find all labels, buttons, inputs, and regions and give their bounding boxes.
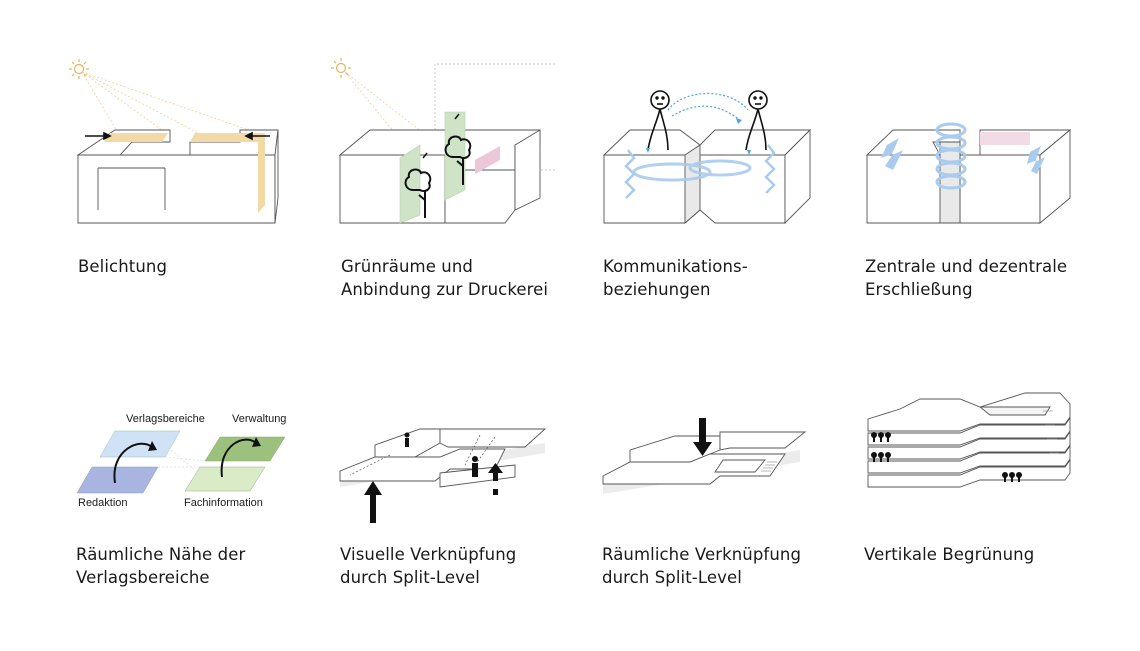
sun-rays [81, 71, 261, 137]
communication-loop [632, 159, 752, 182]
caption-raeumliche-naehe: Räumliche Nähe der Verlagsbereiche [76, 545, 246, 587]
stair-steps [761, 461, 777, 472]
arrow-up-icon [364, 463, 503, 523]
label-verwaltung: Verwaltung [232, 413, 286, 425]
diagram-erschliessung [865, 122, 1072, 224]
dashed-lines [349, 434, 496, 476]
caption-kommunikation: Kommunikations- beziehungen [603, 257, 748, 299]
floor-stack [867, 392, 1071, 488]
diagram-gruenraeume [331, 58, 555, 224]
slash-marks [422, 113, 460, 159]
building-volume [76, 129, 279, 224]
spiral-stair [935, 122, 967, 190]
arrowheads [646, 118, 751, 155]
diagram-belichtung [69, 59, 279, 224]
label-redaktion: Redaktion [78, 497, 128, 509]
person-icon [404, 432, 478, 477]
label-fachinformation: Fachinformation [184, 497, 263, 509]
connectors [158, 444, 211, 484]
curved-arrow-icon [113, 438, 257, 484]
arrowheads [148, 437, 261, 451]
caption-vertikale-begruenung: Vertikale Begrünung [864, 545, 1035, 564]
caption-visuelle-verknuepfung: Visuelle Verknüpfung durch Split-Level [340, 545, 517, 587]
zigzag-circulation [624, 144, 776, 199]
person-icon [647, 90, 670, 151]
diagram-raeumliche-naehe: Verlagsbereiche Verwaltung Redaktion Fac… [76, 413, 286, 509]
diagram-raeumliche-verknuepfung [602, 418, 807, 494]
pink-accent [980, 132, 1030, 145]
sun-icon [331, 58, 351, 78]
caption-raeumliche-verknuepfung: Räumliche Verknüpfung durch Split-Level [602, 545, 802, 587]
plate-fachinformation [184, 466, 266, 492]
plant-icon [871, 432, 1022, 482]
tree-icon [444, 135, 472, 185]
stair-steps [1043, 410, 1059, 454]
plate-redaktion [76, 466, 159, 494]
connection-printing [475, 146, 500, 174]
diagram-visuelle-verknuepfung [339, 428, 547, 523]
arrow-down-icon [693, 418, 712, 456]
arrow-icon [85, 131, 270, 141]
building-volume [338, 129, 541, 224]
building-volume [865, 129, 1072, 224]
caption-gruenraeume: Grünräume und Anbindung zur Druckerei [341, 257, 549, 299]
caption-belichtung: Belichtung [78, 257, 168, 276]
diagram-vertikale-begruenung [867, 392, 1071, 488]
caption-erschliessung: Zentrale und dezentrale Erschließung [865, 257, 1068, 299]
dashed-arrows [667, 93, 749, 121]
diagram-kommunikation [602, 90, 812, 225]
stair-icon [881, 138, 1045, 174]
sun-icon [69, 59, 89, 79]
person-icon [745, 90, 768, 151]
tree-icon [404, 168, 432, 218]
label-verlagsbereiche: Verlagsbereiche [126, 413, 205, 425]
